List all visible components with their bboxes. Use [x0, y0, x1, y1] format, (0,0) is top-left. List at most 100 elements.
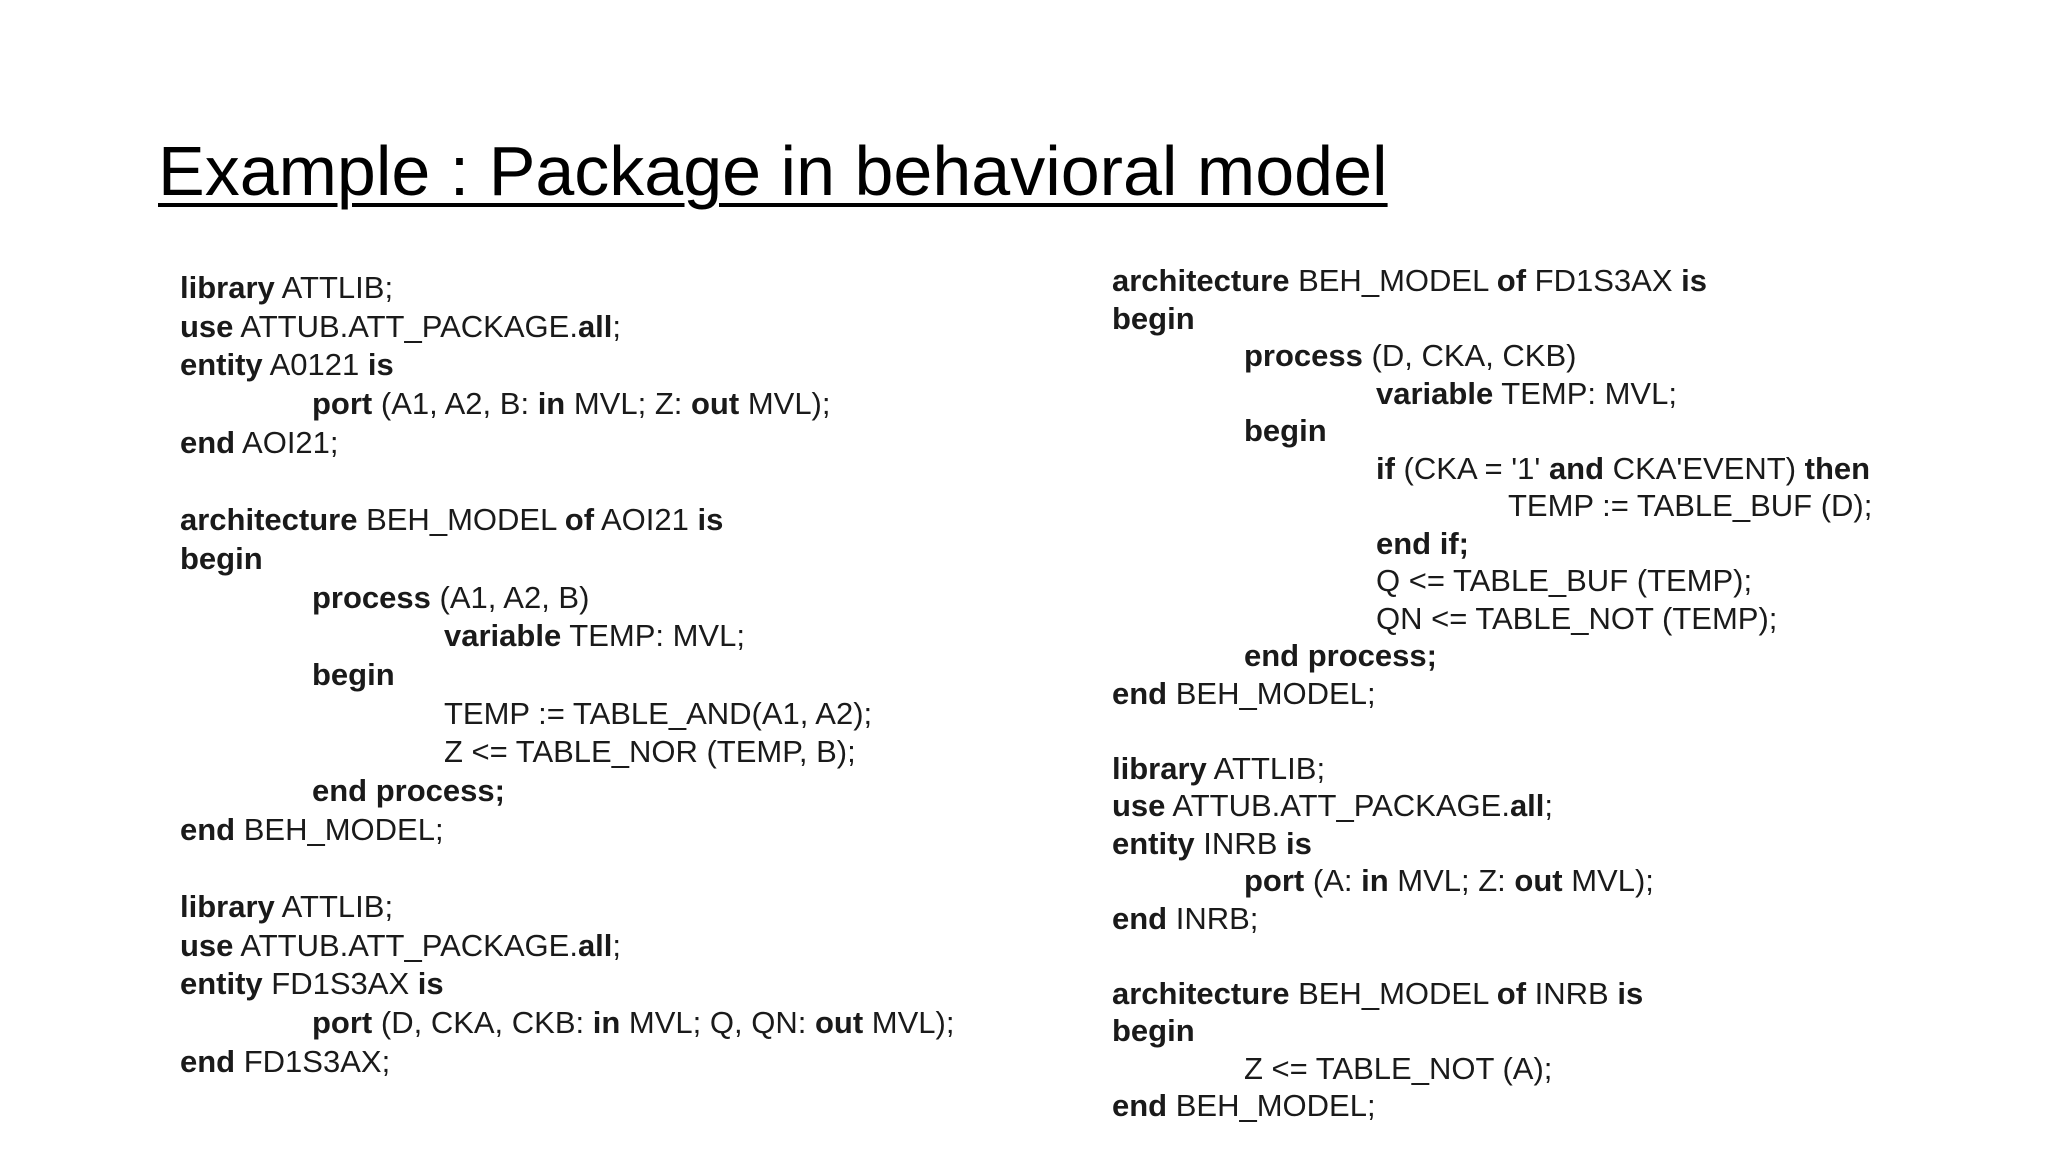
code-keyword: of — [564, 502, 595, 538]
code-keyword: end — [180, 424, 236, 460]
code-text: FD1S3AX; — [235, 1043, 391, 1079]
code-text: (D, CKA, CKB) — [1362, 338, 1577, 373]
code-text: ; — [612, 308, 622, 344]
code-keyword: begin — [180, 540, 263, 576]
code-keyword: end — [1112, 900, 1168, 936]
code-keyword: entity — [1112, 825, 1195, 861]
code-text: ATTLIB; — [274, 270, 394, 305]
code-line: begin — [180, 656, 954, 695]
code-keyword: variable — [444, 618, 562, 654]
code-line: entity INRB is — [1112, 825, 1872, 863]
code-keyword: begin — [1244, 413, 1327, 448]
code-text: INRB; — [1167, 900, 1259, 936]
code-text: MVL); — [863, 1005, 955, 1041]
code-line: library ATTLIB; — [180, 269, 954, 308]
code-text: TEMP: MVL; — [1493, 375, 1677, 411]
code-keyword: end process; — [312, 772, 505, 808]
code-line: end BEH_MODEL; — [1112, 675, 1872, 713]
code-keyword: end process; — [1244, 638, 1437, 673]
code-keyword: end — [1112, 675, 1168, 711]
code-text: Q <= TABLE_BUF (TEMP); — [1376, 563, 1753, 598]
code-blank-line — [180, 462, 954, 501]
code-text: (A1, A2, B) — [430, 579, 590, 615]
code-keyword: is — [1681, 263, 1707, 298]
code-keyword: out — [814, 1005, 864, 1041]
code-line: architecture BEH_MODEL of AOI21 is — [180, 501, 954, 540]
code-line: end INRB; — [1112, 900, 1872, 938]
code-keyword: in — [1361, 863, 1389, 898]
code-keyword: is — [1617, 975, 1644, 1011]
code-text: QN <= TABLE_NOT (TEMP); — [1376, 600, 1778, 636]
code-line: end process; — [180, 772, 954, 811]
code-keyword: all — [577, 927, 613, 963]
code-line: architecture BEH_MODEL of FD1S3AX is — [1112, 262, 1872, 300]
code-keyword: if — [1376, 450, 1395, 486]
code-line: entity FD1S3AX is — [180, 965, 954, 1004]
code-line: variable TEMP: MVL; — [180, 617, 954, 656]
code-text: BEH_MODEL; — [235, 811, 444, 847]
code-text: (CKA = '1' — [1394, 450, 1549, 486]
code-text: ATTUB.ATT_PACKAGE. — [1165, 788, 1510, 823]
code-keyword: out — [691, 386, 740, 422]
code-blank-line — [1112, 712, 1872, 750]
code-text: MVL); — [1562, 863, 1654, 898]
code-text: (D, CKA, CKB: — [372, 1005, 593, 1041]
code-line: begin — [180, 540, 954, 579]
code-keyword: begin — [1112, 1013, 1195, 1048]
code-keyword: all — [577, 308, 613, 344]
code-keyword: use — [1112, 788, 1166, 823]
code-blank-line — [1112, 937, 1872, 975]
code-line: Q <= TABLE_BUF (TEMP); — [1112, 562, 1872, 600]
code-keyword: port — [312, 386, 373, 422]
code-text: Z <= TABLE_NOR (TEMP, B); — [444, 734, 856, 770]
code-text: INRB — [1194, 825, 1286, 861]
code-line: Z <= TABLE_NOR (TEMP, B); — [180, 733, 954, 772]
code-text: ATTLIB; — [1206, 750, 1326, 786]
code-text: TEMP: MVL; — [561, 618, 745, 654]
code-keyword: begin — [1112, 300, 1195, 336]
code-text: FD1S3AX — [1526, 263, 1682, 298]
code-text: TEMP := TABLE_BUF (D); — [1508, 488, 1873, 523]
code-keyword: library — [1112, 750, 1207, 786]
code-line: TEMP := TABLE_AND(A1, A2); — [180, 695, 954, 734]
code-line: port (A: in MVL; Z: out MVL); — [1112, 862, 1872, 900]
code-line: port (A1, A2, B: in MVL; Z: out MVL); — [180, 385, 954, 424]
code-text: TEMP := TABLE_AND(A1, A2); — [444, 695, 873, 731]
code-line: if (CKA = '1' and CKA'EVENT) then — [1112, 450, 1872, 488]
code-keyword: of — [1496, 975, 1527, 1011]
code-text: MVL; Q, QN: — [620, 1005, 815, 1041]
code-keyword: is — [697, 502, 724, 538]
code-block-left: library ATTLIB;use ATTUB.ATT_PACKAGE.all… — [180, 269, 954, 1081]
code-line: variable TEMP: MVL; — [1112, 375, 1872, 413]
code-text: BEH_MODEL — [1289, 975, 1497, 1011]
code-text: BEH_MODEL; — [1167, 675, 1376, 711]
code-text: AOI21; — [235, 424, 339, 460]
code-keyword: in — [592, 1005, 621, 1041]
code-line: library ATTLIB; — [180, 888, 954, 927]
code-keyword: entity — [180, 966, 263, 1002]
code-line: begin — [1112, 300, 1872, 338]
code-text: ; — [1544, 788, 1554, 823]
code-line: use ATTUB.ATT_PACKAGE.all; — [180, 927, 954, 966]
code-text: FD1S3AX — [262, 966, 418, 1002]
code-keyword: use — [180, 308, 234, 344]
code-keyword: architecture — [1112, 263, 1290, 298]
code-keyword: and — [1548, 450, 1605, 486]
code-keyword: use — [180, 927, 234, 963]
code-keyword: port — [312, 1005, 373, 1041]
code-text: BEH_MODEL; — [1167, 1088, 1376, 1123]
code-line: end AOI21; — [180, 424, 954, 463]
code-text: (A: — [1304, 863, 1362, 898]
code-blank-line — [180, 849, 954, 888]
code-keyword: end — [180, 1043, 236, 1079]
code-text: ATTUB.ATT_PACKAGE. — [233, 927, 578, 963]
code-line: architecture BEH_MODEL of INRB is — [1112, 975, 1872, 1013]
code-keyword: architecture — [1112, 975, 1290, 1011]
code-line: process (A1, A2, B) — [180, 579, 954, 618]
code-line: begin — [1112, 1012, 1872, 1050]
code-keyword: in — [537, 386, 566, 422]
code-keyword: is — [1285, 825, 1312, 861]
code-line: end BEH_MODEL; — [180, 811, 954, 850]
code-keyword: library — [180, 270, 275, 305]
slide-title: Example : Package in behavioral model — [158, 132, 1388, 210]
